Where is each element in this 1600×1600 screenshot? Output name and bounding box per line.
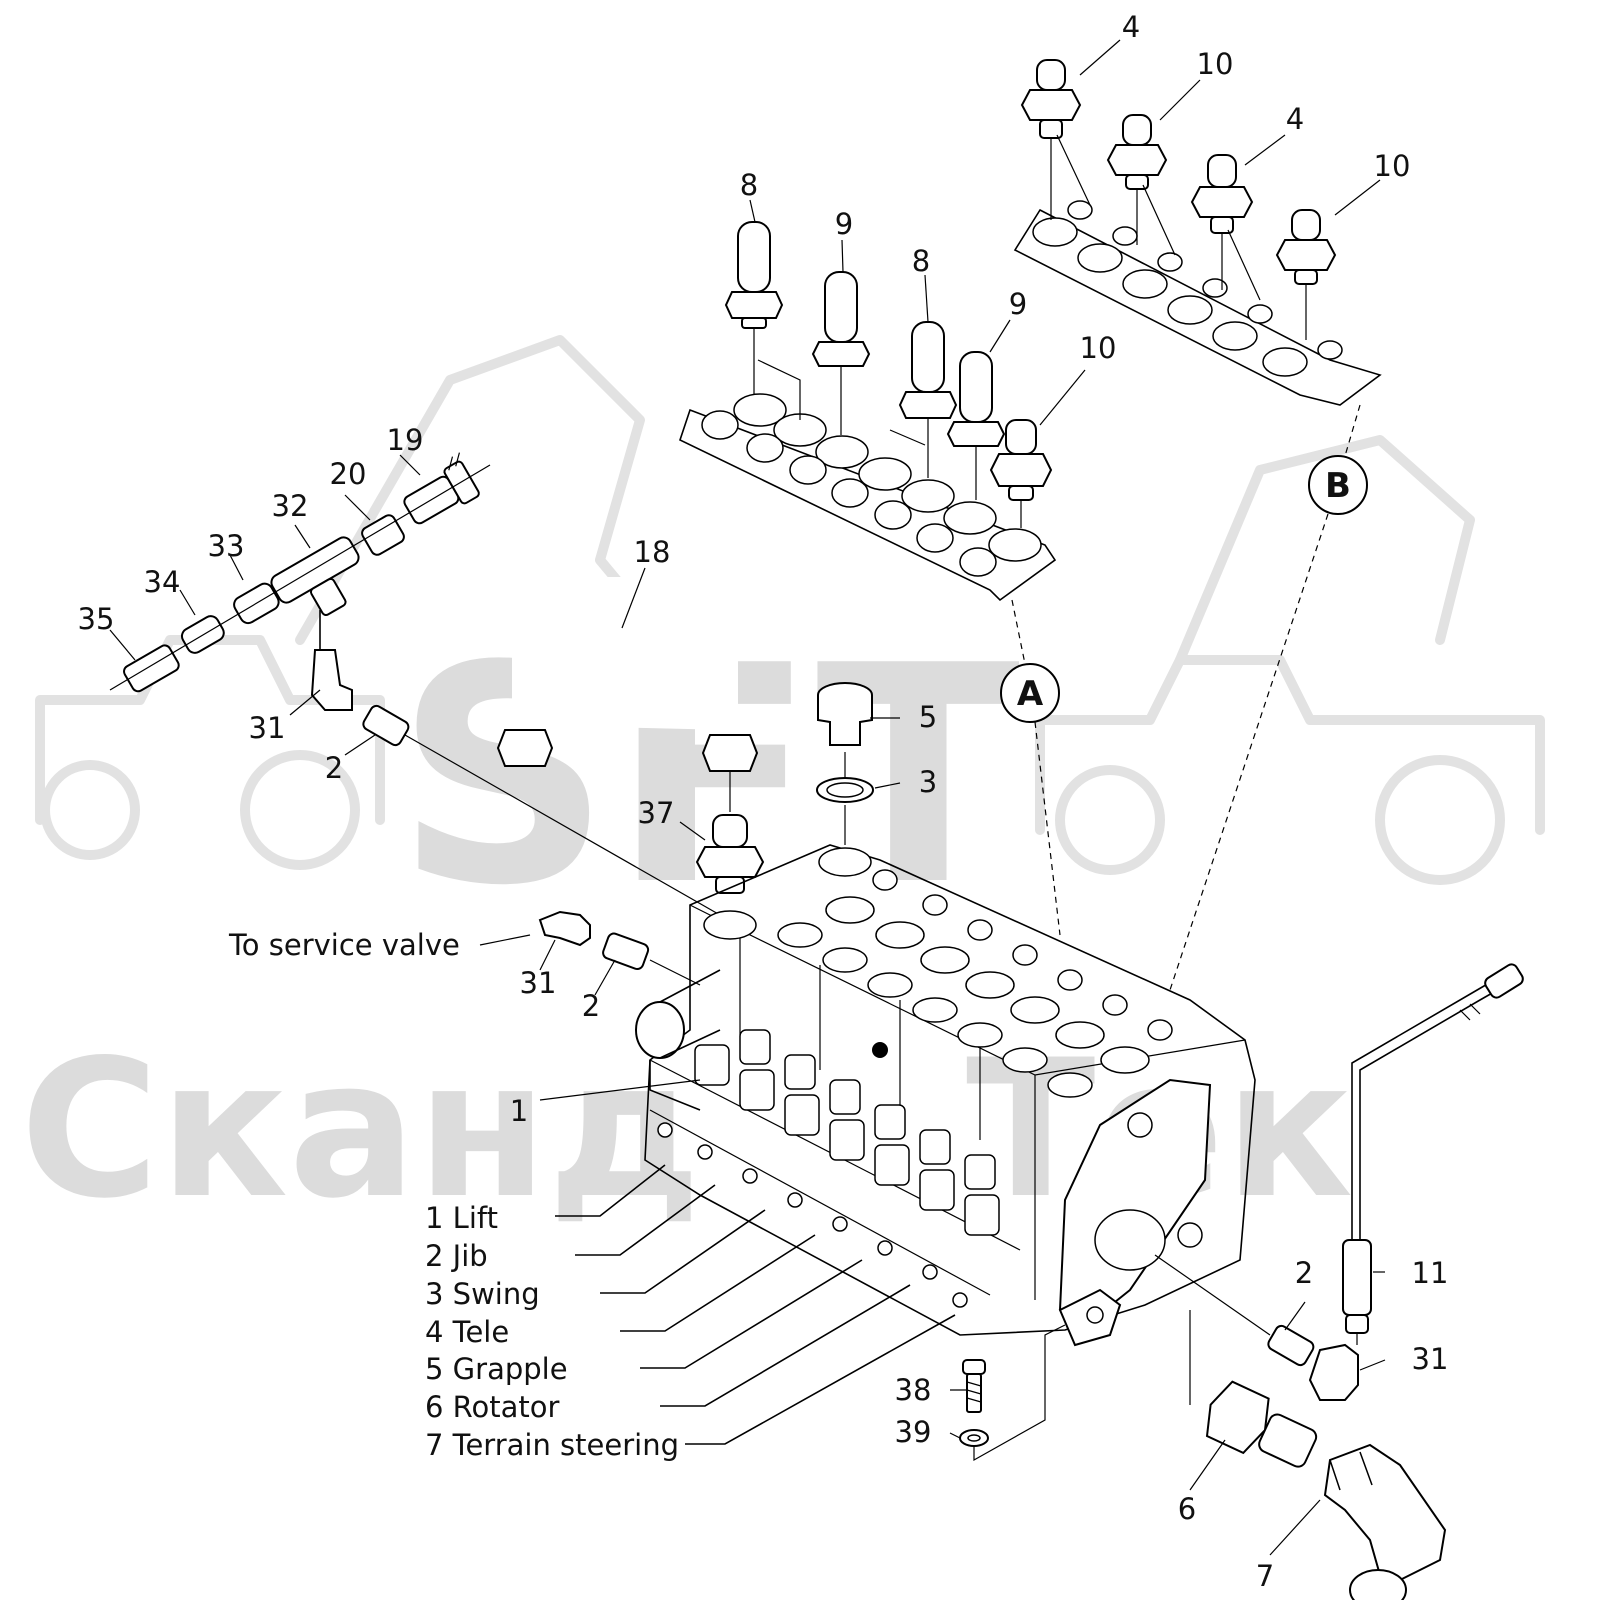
callout-11: 11 [1412, 1256, 1449, 1290]
valve-end-cover [1058, 1078, 1212, 1347]
fitting-37 [695, 814, 765, 894]
callout-7: 7 [1256, 1559, 1274, 1593]
callout-3: 3 [919, 765, 937, 799]
fitting-8-a [724, 221, 784, 329]
callout-leaders [109, 39, 1386, 1556]
callout-9-b: 9 [1009, 287, 1027, 321]
nut-20 [361, 514, 405, 556]
callout-20: 20 [330, 457, 367, 491]
callout-10-a: 10 [1197, 47, 1234, 81]
reference-b: B [1169, 404, 1368, 991]
callout-31-a: 31 [249, 711, 286, 745]
callouts: 4 10 4 10 8 9 8 9 10 19 20 32 33 34 35 1… [78, 10, 1449, 1593]
valve-end-cylinder [635, 969, 721, 1059]
callout-18: 18 [634, 535, 671, 569]
legend-item-jib: 2 Jib [425, 1239, 488, 1273]
callout-32: 32 [272, 489, 309, 523]
callout-5: 5 [919, 700, 937, 734]
callout-4-b: 4 [1286, 102, 1304, 136]
fitting-8-b [898, 321, 958, 419]
legend-item-rotator: 6 Rotator [425, 1390, 560, 1424]
plate-a-ports [701, 393, 1042, 577]
legend-item-tele: 4 Tele [425, 1315, 509, 1349]
elbow-31-a [310, 649, 353, 711]
fitting-10-b [1275, 209, 1337, 285]
fitting-9-b [946, 351, 1006, 447]
plate-b-ports [1032, 200, 1343, 377]
callout-6: 6 [1178, 1492, 1196, 1526]
callout-19: 19 [387, 423, 424, 457]
valve-lower-ports [657, 1122, 968, 1308]
callout-2-c: 2 [1295, 1256, 1313, 1290]
port-plate-a [679, 221, 1057, 602]
reference-b-label: B [1325, 466, 1351, 506]
callout-9-a: 9 [835, 207, 853, 241]
watermark-machine-right [1035, 435, 1545, 885]
legend-item-grapple: 5 Grapple [425, 1352, 568, 1386]
callout-4-a: 4 [1122, 10, 1140, 44]
reference-a-label: A [1017, 674, 1044, 714]
fitting-9-a [811, 271, 871, 367]
fitting-10-a [1106, 114, 1168, 190]
port-plate-b [1013, 59, 1382, 406]
washer-39 [959, 1429, 989, 1447]
callout-10-b: 10 [1374, 149, 1411, 183]
callout-2-a: 2 [325, 751, 343, 785]
nipple-2-a [362, 704, 410, 747]
callout-10-c: 10 [1080, 331, 1117, 365]
fitting-4-b [1190, 154, 1254, 234]
callout-8-a: 8 [740, 168, 758, 202]
valve-top-ports [703, 847, 1173, 1098]
elbow-31-c [1308, 1343, 1359, 1401]
valve-solenoids [694, 1029, 1000, 1236]
marker-dot [872, 1042, 888, 1058]
callout-31-b: 31 [520, 966, 557, 1000]
callout-39: 39 [895, 1415, 932, 1449]
callout-35: 35 [78, 602, 115, 636]
service-valve-label: To service valve [228, 928, 460, 962]
washer-3 [816, 777, 874, 803]
fitting-10-c [989, 419, 1053, 501]
callout-8-b: 8 [912, 244, 930, 278]
tee-32 [270, 536, 360, 617]
fitting-4-a [1020, 59, 1082, 139]
valve-block [635, 844, 1256, 1347]
callout-33: 33 [208, 529, 245, 563]
callout-1: 1 [510, 1094, 528, 1128]
callout-34: 34 [144, 565, 181, 599]
adapter-6 [1205, 1380, 1318, 1468]
legend-item-swing: 3 Swing [425, 1277, 540, 1311]
callout-2-b: 2 [582, 989, 600, 1023]
nipple-2-c [1267, 1324, 1315, 1367]
left-fittings [109, 452, 491, 747]
reference-a: A [1000, 599, 1061, 936]
legend-item-terrain-steering: 7 Terrain steering [425, 1428, 679, 1462]
elbow-31-b [538, 910, 591, 947]
callout-31-c: 31 [1412, 1342, 1449, 1376]
function-legend: 1 Lift 2 Jib 3 Swing 4 Tele 5 Grapple 6 … [425, 1201, 679, 1462]
elbow-7 [1323, 1443, 1447, 1600]
callout-37: 37 [638, 796, 675, 830]
tube-18 [496, 577, 759, 772]
plug-5 [817, 682, 873, 746]
legend-leaders [555, 1164, 956, 1445]
legend-item-lift: 1 Lift [425, 1201, 498, 1235]
bolt-38 [962, 1359, 986, 1413]
callout-38: 38 [895, 1373, 932, 1407]
